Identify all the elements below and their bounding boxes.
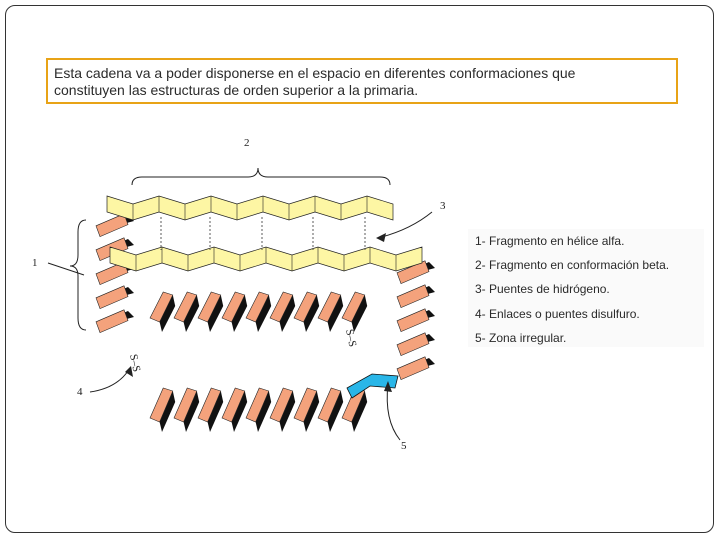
callout-2: 2: [244, 137, 250, 149]
disulfide-label-left: S–S: [127, 353, 142, 373]
legend-item-1: 1- Fragmento en hélice alfa.: [475, 234, 625, 248]
legend-item-3: 3- Puentes de hidrógeno.: [475, 282, 610, 297]
callout-3: 3: [440, 200, 446, 212]
callout-1: 1: [32, 257, 38, 269]
legend-item-2: 2- Fragmento en conformación beta.: [475, 258, 670, 273]
arrow-5: [386, 383, 401, 441]
brace-alpha-helix: [69, 219, 87, 331]
legend-box: 1- Fragmento en hélice alfa. 2- Fragment…: [468, 229, 704, 347]
intro-text-box: Esta cadena va a poder disponerse en el …: [46, 58, 678, 104]
intro-line-2: constituyen las estructuras de orden sup…: [54, 82, 419, 98]
alpha-helix-ribbons: [95, 213, 435, 432]
irregular-zone-shape: [346, 373, 399, 399]
intro-line-1: Esta cadena va a poder disponerse en el …: [54, 65, 576, 81]
callout-5: 5: [401, 440, 407, 452]
arrow-4: [89, 367, 131, 393]
hydrogen-bond-lines: [160, 217, 366, 250]
legend-item-4: 4- Enlaces o puentes disulfuro.: [475, 306, 640, 321]
legend-item-5: 5- Zona irregular.: [475, 330, 567, 345]
brace-beta-sheet: [131, 167, 391, 186]
arrow-4-head: [125, 366, 133, 377]
beta-sheet-strands: [106, 195, 423, 272]
leader-line-1: [47, 262, 85, 276]
callout-4: 4: [77, 386, 83, 398]
arrow-5-head: [384, 381, 392, 392]
arrow-3-head: [376, 233, 386, 242]
disulfide-label-right: S–S: [343, 328, 358, 348]
